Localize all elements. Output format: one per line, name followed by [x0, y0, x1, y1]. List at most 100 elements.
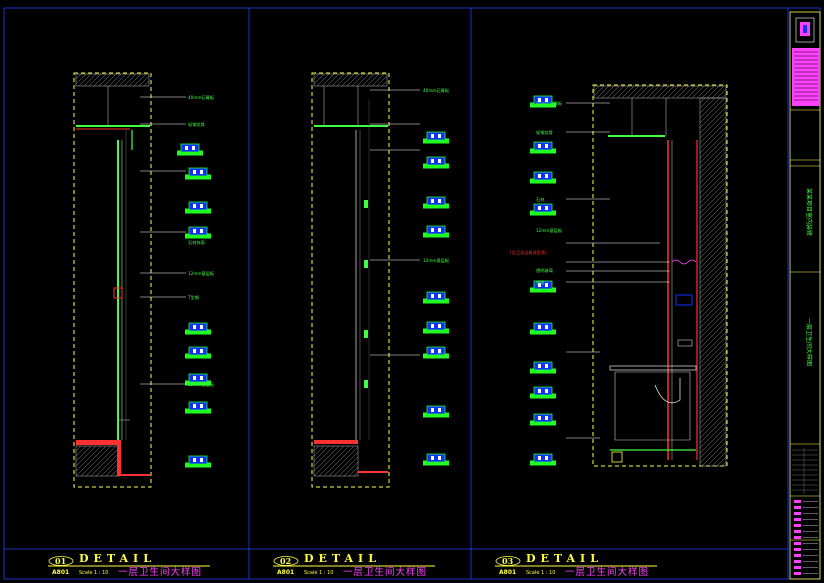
title-block-project-vertical: 某某项目室内装修: [805, 188, 813, 236]
annotation-label: 12mm基层板: [423, 257, 450, 264]
material-tag: [423, 225, 449, 238]
material-tag: [185, 455, 211, 468]
material-tag: [185, 373, 211, 386]
section-boundary: [73, 72, 152, 488]
ceiling-slab-hatch: [313, 73, 388, 87]
detail-number: 02: [280, 556, 291, 566]
material-tag: [530, 280, 556, 293]
material-tag: [530, 141, 556, 154]
sheet-code: A801: [499, 569, 516, 576]
signature-mark: [794, 512, 801, 515]
annotation-label: 透明玻璃: [536, 267, 553, 274]
material-tag: [530, 322, 556, 335]
material-tag: [530, 386, 556, 399]
spacer-block: [364, 380, 368, 388]
floor-finish: [314, 440, 358, 444]
material-tag: [185, 201, 211, 214]
annotation-label: 轻钢龙骨: [188, 121, 205, 128]
signature-mark: [794, 560, 801, 563]
detail-scale: Scale 1 : 10: [79, 570, 108, 576]
structural-wall-hatch: [699, 97, 727, 467]
detail-title: 一层卫生间大样图: [118, 566, 202, 578]
material-tag: [423, 291, 449, 304]
signature-mark: [794, 554, 801, 557]
spacer-block: [364, 200, 368, 208]
detail-scale: Scale 1 : 10: [526, 570, 555, 576]
annotation-label: 石材饰面: [188, 239, 205, 246]
material-tag: [423, 156, 449, 169]
signature-mark: [794, 572, 801, 575]
signature-mark: [794, 500, 801, 503]
annotation-label: 40mm石膏板: [423, 87, 450, 94]
signature-mark: [794, 548, 801, 551]
company-logo-mark: [803, 25, 807, 33]
detail-title: 一层卫生间大样图: [565, 566, 649, 578]
signature-mark: [794, 524, 801, 527]
annotation-label: 12mm基层板: [188, 381, 215, 388]
material-tag: [185, 322, 211, 335]
spacer-block: [364, 260, 368, 268]
material-tag: [530, 361, 556, 374]
material-tag: [185, 167, 211, 180]
material-tag: [530, 453, 556, 466]
signature-mark: [794, 566, 801, 569]
detail-heading: DETAIL: [526, 552, 603, 565]
material-tag: [423, 196, 449, 209]
detail-footer-3: 03 DETAIL A801 Scale 1 : 10 一层卫生间大样图: [495, 552, 657, 578]
sheet-code: A801: [52, 569, 69, 576]
signature-mark: [794, 530, 801, 533]
signature-mark: [794, 542, 801, 545]
material-tag: [423, 321, 449, 334]
joint-detail: [113, 287, 123, 299]
material-tag: [423, 131, 449, 144]
annotation-label: 镜面: [536, 279, 544, 286]
section-boundary: [592, 84, 728, 467]
material-tag: [185, 226, 211, 239]
signature-mark: [794, 506, 801, 509]
detail-number: 03: [502, 556, 514, 566]
material-tag: [423, 405, 449, 418]
material-tag: [530, 203, 556, 216]
material-tag: [177, 143, 203, 156]
annotation-label: 12mm基层板: [188, 270, 215, 277]
sheet-code: A801: [277, 569, 294, 576]
ceiling-slab-hatch: [593, 85, 727, 99]
annotation-note-red: (见卫浴洁具选型表): [510, 249, 547, 256]
mirror-cabinet: [675, 294, 693, 306]
title-block-border: [789, 11, 821, 580]
material-tag: [530, 171, 556, 184]
annotation-label: 石材: [536, 196, 544, 203]
detail-title: 一层卫生间大样图: [343, 566, 427, 578]
section-boundary: [311, 72, 390, 488]
company-logo-frame: [795, 17, 815, 43]
material-tag: [423, 453, 449, 466]
title-block-magenta-panel: [792, 48, 820, 106]
signature-mark: [794, 518, 801, 521]
detail-heading: DETAIL: [304, 552, 381, 565]
title-block-drawing-vertical: 一层卫生间大样图: [805, 318, 813, 366]
floor-edge-finish: [117, 440, 121, 476]
material-tag: [185, 346, 211, 359]
vanity-top: [609, 365, 697, 371]
drain-pipe: [654, 378, 681, 404]
detail-number: 01: [55, 556, 66, 566]
spacer-block: [364, 330, 368, 338]
ceiling-slab-hatch: [75, 73, 150, 87]
annotation-label: 轻钢龙骨: [536, 129, 553, 136]
detail-heading: DETAIL: [79, 552, 156, 565]
annotation-label: 40mm石膏板: [536, 100, 563, 107]
signature-mark: [794, 536, 801, 539]
vanity-cabinet: [614, 371, 691, 441]
shelf: [677, 339, 693, 347]
material-tag: [530, 413, 556, 426]
plinth: [611, 451, 623, 463]
floor-slab-hatch: [313, 445, 359, 477]
material-tag: [423, 346, 449, 359]
material-tag: [185, 401, 211, 414]
